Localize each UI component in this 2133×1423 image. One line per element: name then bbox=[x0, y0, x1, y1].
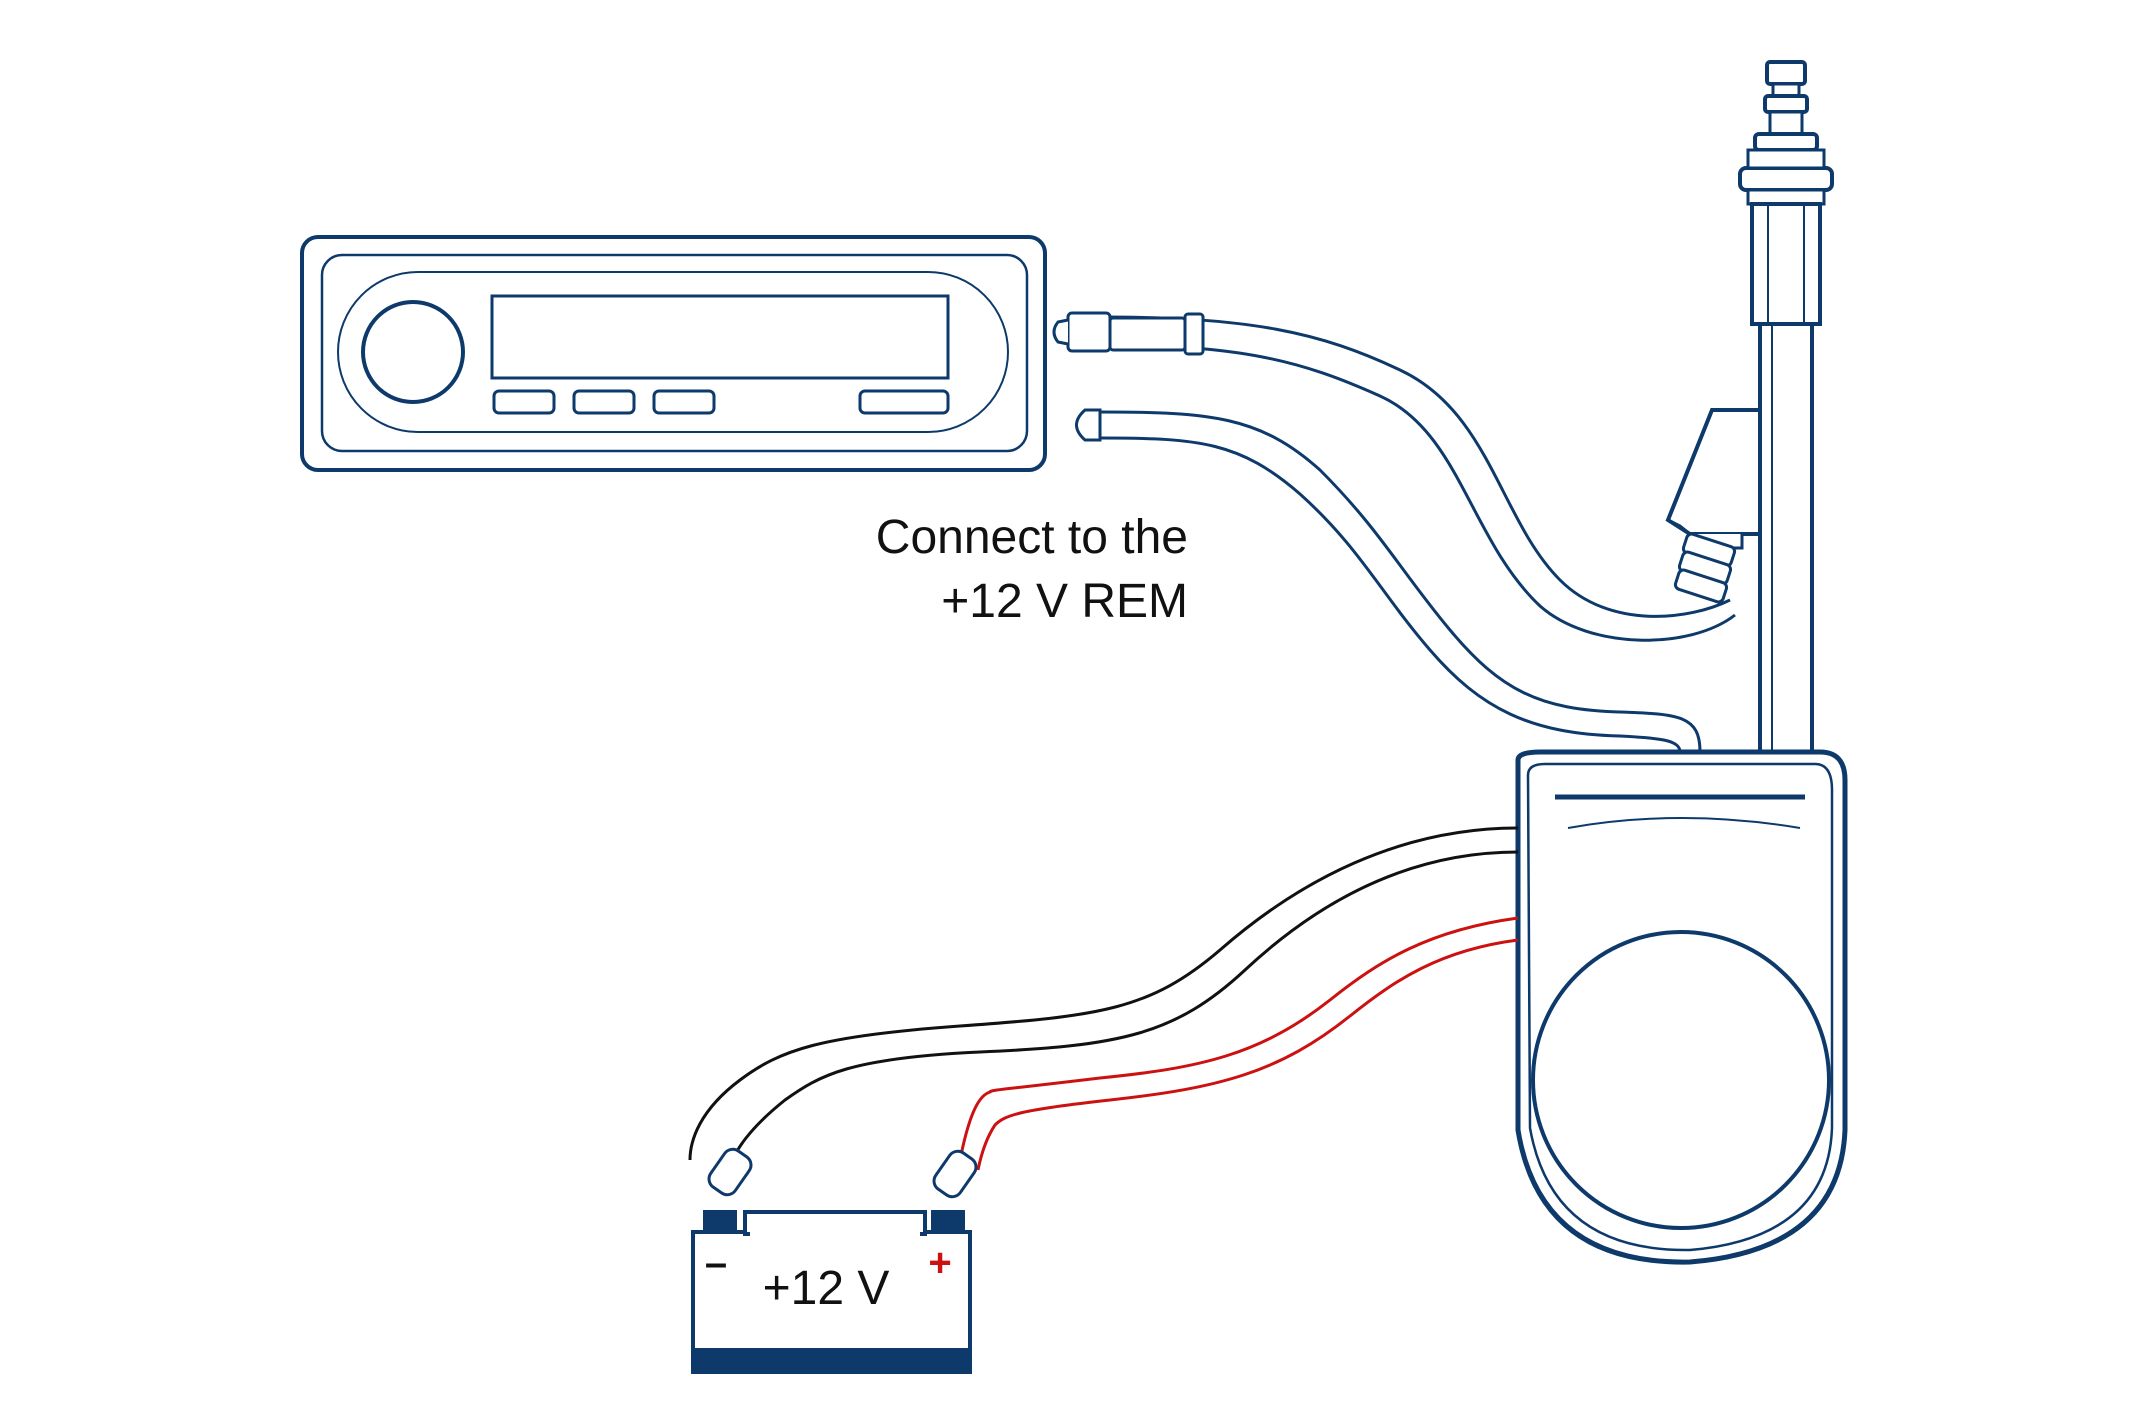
radio-volume-knob bbox=[361, 300, 465, 404]
radio-faceplate bbox=[337, 271, 1009, 433]
radio-preset-button-1 bbox=[492, 389, 556, 415]
remote-wire bbox=[1099, 410, 1702, 753]
radio-preset-button-3 bbox=[652, 389, 716, 415]
antenna-main-tube bbox=[1758, 322, 1814, 758]
radio-eject-button bbox=[858, 389, 950, 415]
radio-outer-frame bbox=[300, 235, 1047, 472]
antenna-motor-housing bbox=[1515, 749, 1848, 1265]
antenna-upper-tube bbox=[1750, 202, 1822, 326]
battery-negative-post bbox=[703, 1210, 737, 1232]
remote-wire-tip-icon bbox=[1075, 408, 1102, 442]
power-antenna-icon bbox=[1665, 60, 1834, 758]
positive-wire-terminal-icon bbox=[932, 1149, 978, 1199]
ground-wire bbox=[688, 826, 1519, 1171]
antenna-side-connector bbox=[1665, 408, 1758, 536]
motor-drum bbox=[1531, 930, 1831, 1230]
radio-display bbox=[490, 294, 950, 380]
car-radio-icon bbox=[300, 235, 1047, 472]
battery-plus-sign: + bbox=[928, 1241, 951, 1285]
radio-preset-button-2 bbox=[572, 389, 636, 415]
battery-base bbox=[693, 1348, 970, 1374]
rem-label-line-2: +12 V REM bbox=[941, 575, 1188, 628]
radio-inner-frame bbox=[320, 253, 1029, 453]
car-battery-icon: – + +12 V bbox=[691, 1210, 972, 1374]
antenna-plug-icon bbox=[1052, 311, 1205, 356]
ground-wire-terminal-icon bbox=[707, 1147, 753, 1197]
rem-label-line-1: Connect to the bbox=[876, 511, 1188, 564]
antenna-nut bbox=[1738, 166, 1834, 192]
antenna-top-cap bbox=[1765, 60, 1807, 86]
battery-minus-sign: – bbox=[705, 1241, 727, 1285]
battery-voltage-label: +12 V bbox=[763, 1262, 890, 1315]
antenna-cable bbox=[1099, 315, 1736, 642]
positive-wire bbox=[958, 916, 1519, 1171]
battery-positive-post bbox=[931, 1210, 965, 1232]
